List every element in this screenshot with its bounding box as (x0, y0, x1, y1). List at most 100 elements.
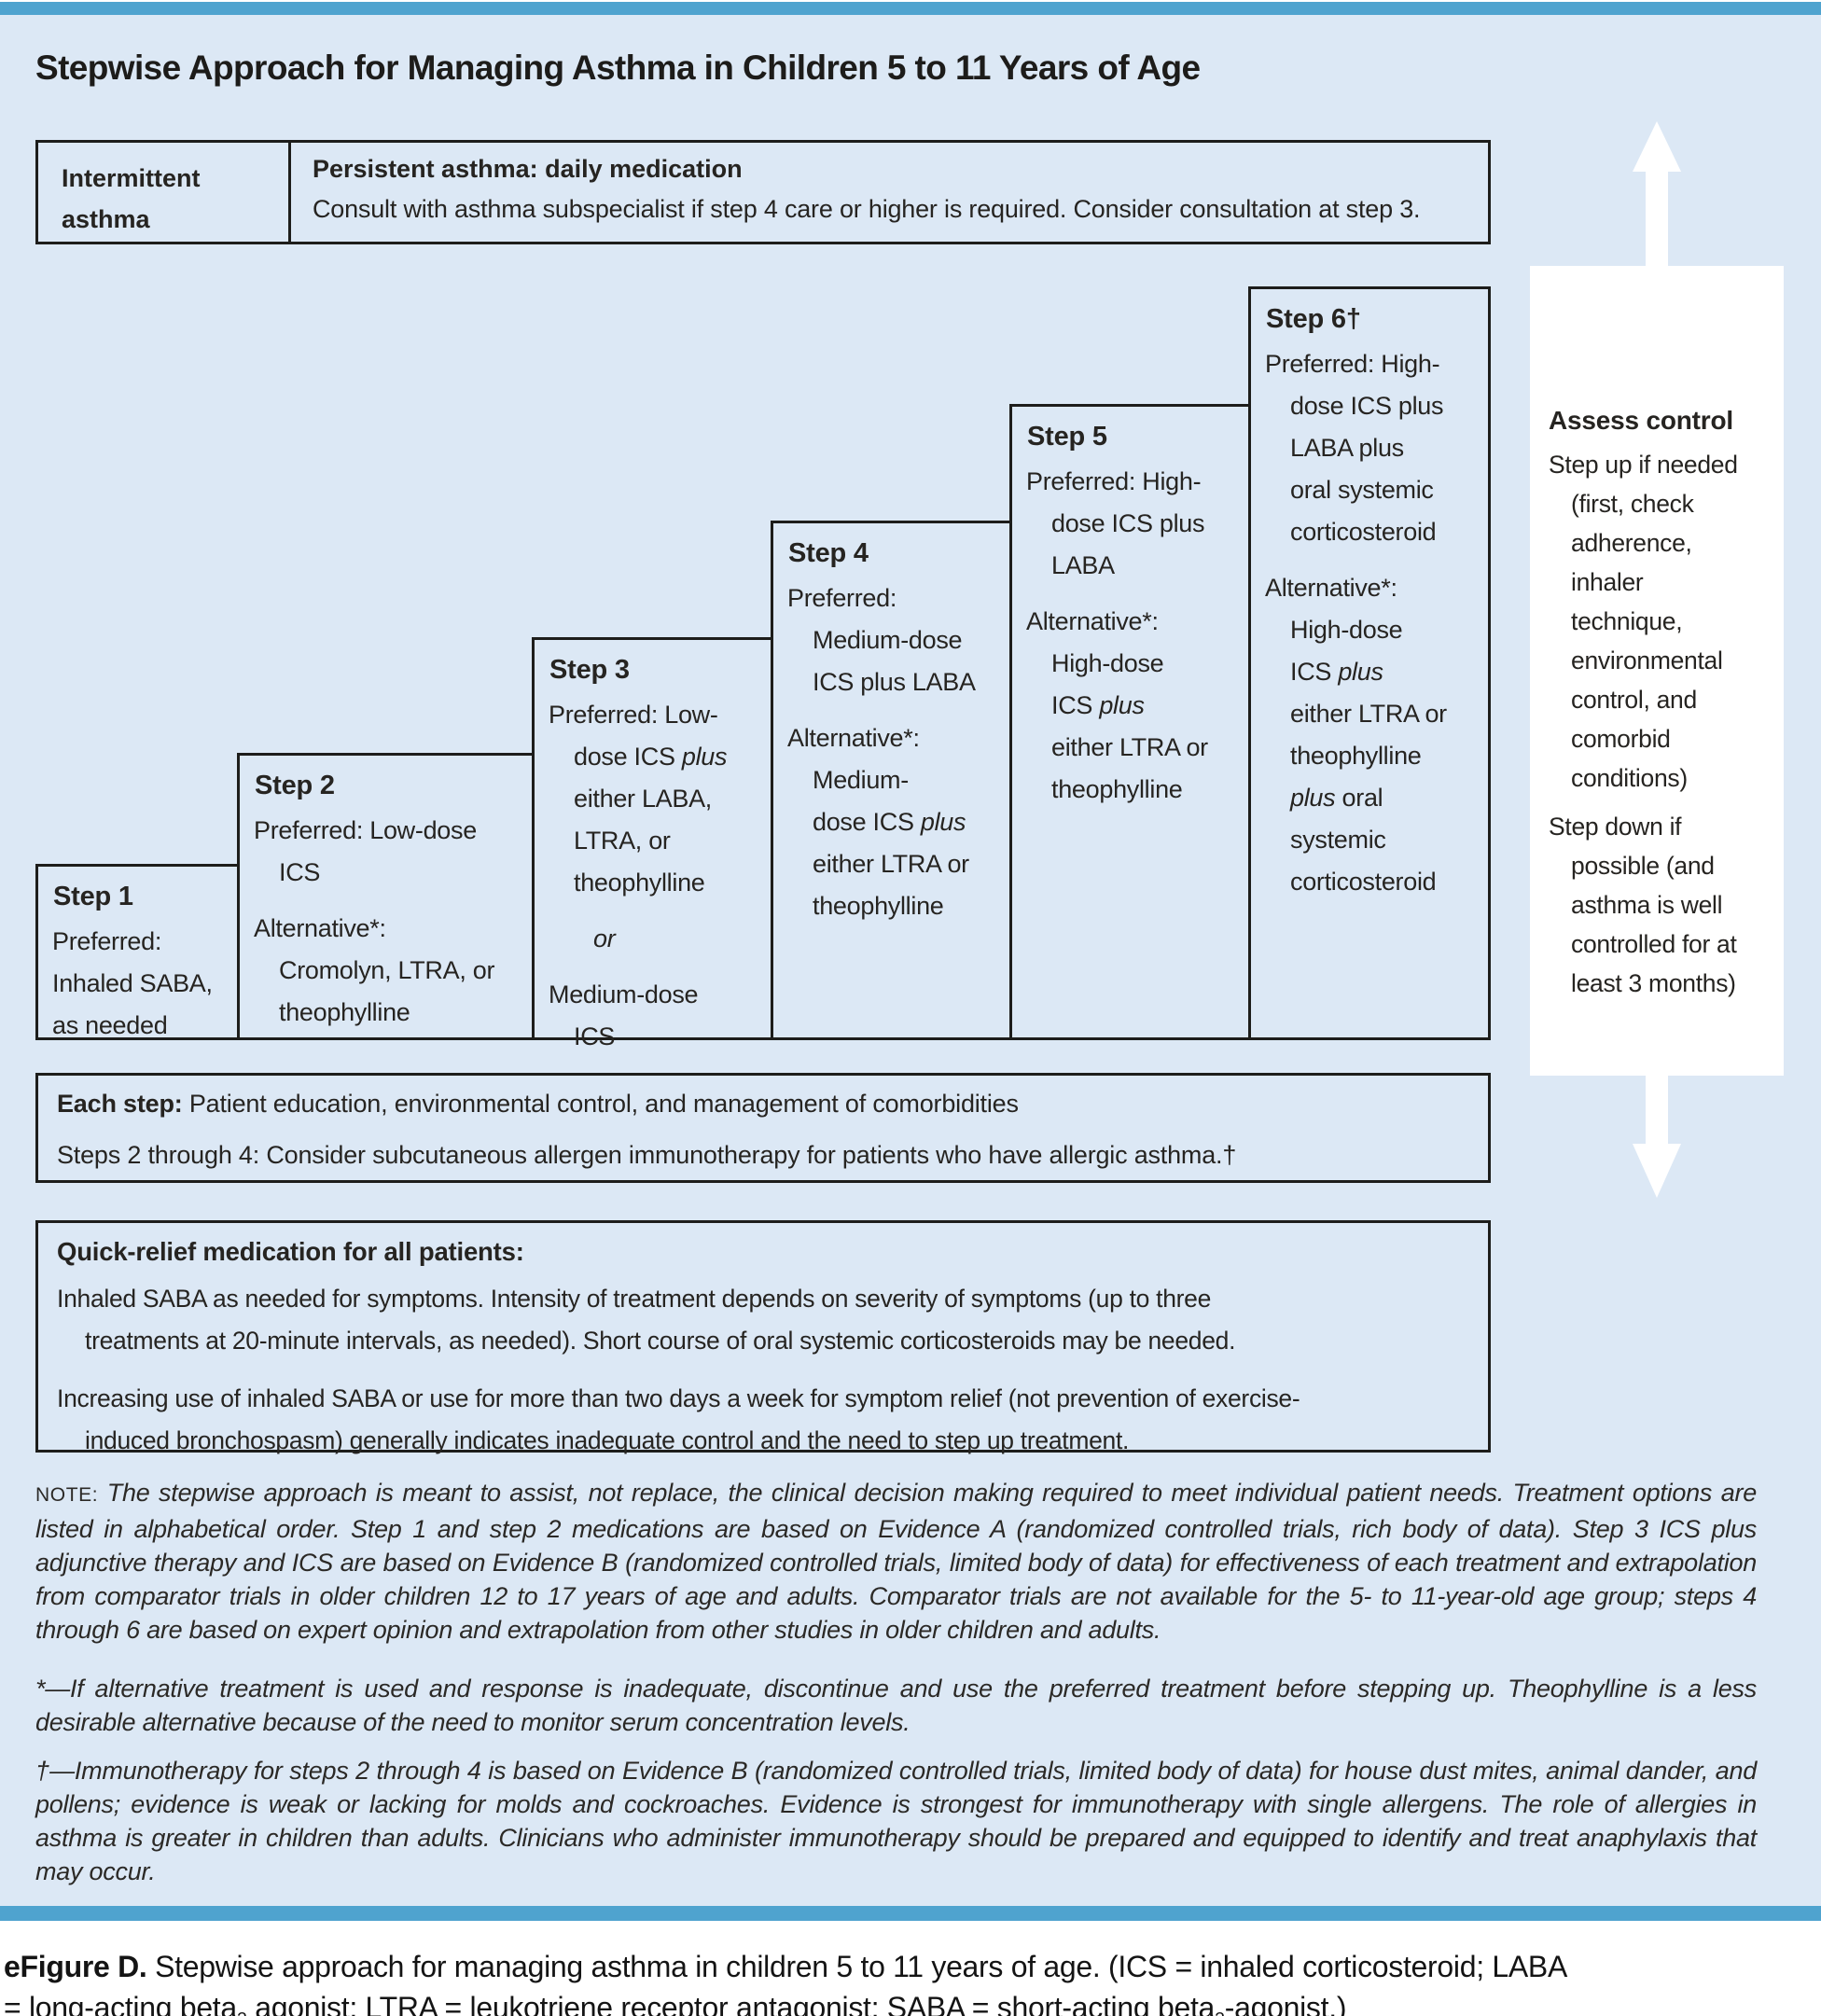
text-line: Preferred: (52, 927, 162, 955)
figure-caption: eFigure D. Stepwise approach for managin… (4, 1946, 1819, 2016)
note-paragraph: NOTE: The stepwise approach is meant to … (35, 1476, 1757, 1647)
text-line: Alternative*: (787, 724, 920, 752)
footnote-dagger: †—Immunotherapy for steps 2 through 4 is… (35, 1757, 1757, 1885)
step-3-title: Step 3 (549, 655, 630, 685)
text-line: theophylline (1290, 742, 1422, 770)
text-line: Alternative*: (1026, 607, 1159, 635)
text-line: theophylline (279, 998, 410, 1026)
assess-control-panel: Assess control Step up if needed(first, … (1530, 266, 1784, 1076)
text-line: Alternative*: (1265, 574, 1397, 602)
text-line: asthma is well (1571, 891, 1723, 919)
text-line: corticosteroid (1290, 868, 1437, 896)
each-step-line-1: Each step: Patient education, environmen… (57, 1090, 1469, 1119)
step-2-title: Step 2 (255, 771, 335, 800)
assess-control-content: Assess control Step up if needed(first, … (1530, 266, 1784, 1003)
persistent-asthma-subtitle: Consult with asthma subspecialist if ste… (313, 195, 1421, 223)
each-step-box: Each step: Patient education, environmen… (35, 1073, 1491, 1183)
step-5-title: Step 5 (1027, 422, 1107, 452)
step-down-arrow-icon (1646, 1073, 1668, 1146)
text-line: High-dose (1051, 649, 1164, 677)
text-line: treatments at 20-minute intervals, as ne… (85, 1327, 1236, 1355)
text-line: (first, check (1571, 490, 1694, 518)
text-line: dose ICS plus (813, 808, 966, 836)
text-line: conditions) (1571, 764, 1688, 792)
text-line: inhaler (1571, 568, 1644, 596)
text-line: Preferred: High- (1265, 350, 1440, 378)
bottom-accent-bar (0, 1906, 1821, 1921)
text-line: Medium-dose (549, 980, 699, 1008)
text-line: ICS (574, 1022, 616, 1050)
step-up-arrowhead-icon (1633, 121, 1681, 172)
persistent-asthma-cell: Persistent asthma: daily medication Cons… (288, 143, 1488, 242)
step-up-arrow-icon (1646, 168, 1668, 269)
text-line: theophylline (574, 869, 705, 897)
note-label: NOTE: (35, 1484, 99, 1506)
top-accent-bar (0, 2, 1821, 15)
text-line: Preferred: Low-dose (254, 816, 477, 844)
text-line: Inhaled SABA, (52, 969, 213, 997)
text-line: either LTRA or (1290, 700, 1447, 728)
step-1-title: Step 1 (53, 882, 133, 911)
text-line: control, and (1571, 686, 1697, 714)
text-line: either LTRA or (813, 850, 969, 878)
step-1-lines: Preferred: Inhaled SABA, as needed (52, 921, 226, 1047)
quick-relief-title: Quick-relief medication for all patients… (57, 1237, 524, 1266)
text-line: plus oral (1290, 784, 1383, 812)
text-line: induced bronchospasm) generally indicate… (85, 1426, 1130, 1454)
text-line: either LABA, (574, 785, 712, 813)
text-line: Medium- (813, 766, 909, 794)
text-line: ICS plus LABA (813, 668, 976, 696)
step-down-arrowhead-icon (1633, 1144, 1681, 1198)
text-line: High-dose (1290, 616, 1403, 644)
text-line: Increasing use of inhaled SABA or use fo… (57, 1384, 1300, 1412)
quick-relief-lines: Inhaled SABA as needed for symptoms. Int… (57, 1278, 1469, 1462)
figure-title: Stepwise Approach for Managing Asthma in… (35, 49, 1201, 87)
text-line: dose ICS plus (1051, 509, 1205, 537)
step-4-title: Step 4 (788, 538, 869, 568)
text-line: Preferred: Low- (549, 701, 718, 729)
text-line: either LTRA or (1051, 733, 1208, 761)
intermittent-asthma-cell: Intermittent asthma (62, 164, 201, 233)
text-line: technique, (1571, 607, 1683, 635)
text-line: Preferred: High- (1026, 467, 1202, 495)
step-3-lines: Preferred: Low-dose ICS plus either LABA,… (549, 694, 759, 1058)
persistent-asthma-title: Persistent asthma: daily medication (313, 155, 743, 183)
caption-line-1: eFigure D. Stepwise approach for managin… (4, 1950, 1568, 1983)
text-line: comorbid (1571, 725, 1671, 753)
text-line: dose ICS plus (574, 743, 728, 771)
severity-header-box: Intermittent asthma Persistent asthma: d… (35, 140, 1491, 244)
text-line: Step down if (1549, 813, 1682, 841)
each-step-bold-label: Each step: (57, 1090, 183, 1118)
each-step-line-1-text: Patient education, environmental control… (182, 1090, 1019, 1118)
text-line: oral systemic (1290, 476, 1434, 504)
text-line: LABA (1051, 551, 1115, 579)
text-line: dose ICS plus (1290, 392, 1444, 420)
text-line: Preferred: (787, 584, 897, 612)
text-line: LABA plus (1290, 434, 1404, 462)
step-3-box: Step 3 Preferred: Low-dose ICS plus eithe… (532, 637, 773, 1050)
text-line: as needed (52, 1011, 168, 1039)
text-line: corticosteroid (1290, 518, 1437, 546)
text-line: theophylline (1051, 775, 1183, 803)
text-line: LTRA, or (574, 827, 671, 855)
text-line: or (593, 925, 616, 952)
each-step-line-2: Steps 2 through 4: Consider subcutaneous… (57, 1141, 1237, 1169)
quick-relief-box: Quick-relief medication for all patients… (35, 1220, 1491, 1454)
caption-line-2: = long-acting beta2 agonist; LTRA = leuk… (4, 1991, 1347, 2016)
text-line: ICS (279, 858, 321, 886)
text-line: Medium-dose (813, 626, 963, 654)
step-1-box: Step 1 Preferred: Inhaled SABA, as needed (35, 864, 240, 1040)
text-line: Cromolyn, LTRA, or (279, 956, 495, 984)
assess-control-title: Assess control (1549, 406, 1733, 435)
text-line: theophylline (813, 892, 944, 920)
text-line: ICS plus (1051, 691, 1145, 719)
